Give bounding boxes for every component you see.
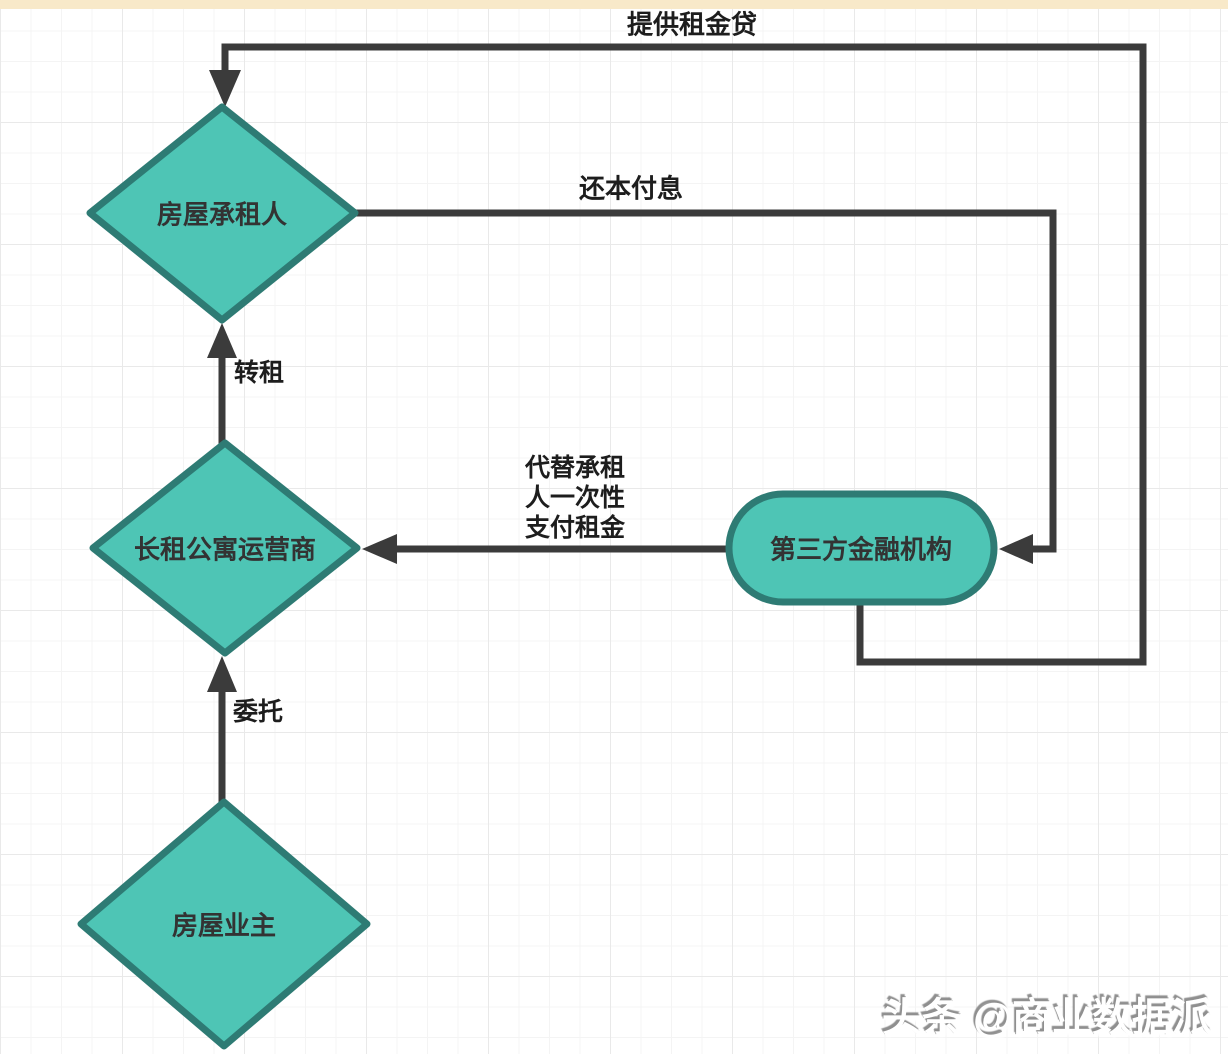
node-operator-diamond [89,439,361,657]
node-finance-pill [725,490,998,606]
edge-sublease-label: 转租 [234,359,285,387]
edge-sublease-arrowhead-icon [207,323,237,358]
node-owner-diamond [77,798,371,1050]
edge-rent-loan-line [221,43,1147,666]
node-finance-label: 第三方金融机构 [769,534,953,565]
edge-pay-rent-label: 代替承租 人一次性 支付租金 [525,453,625,543]
edge-entrust-arrowhead-icon [207,656,237,692]
edge-repay-arrowhead-icon [999,534,1033,564]
node-tenant-label: 房屋承租人 [156,199,288,230]
node-operator-label: 长租公寓运营商 [133,534,317,565]
top-accent-bar [0,0,1228,9]
node-tenant-diamond [86,103,359,324]
edge-pay-rent-label-line3: 支付租金 [524,514,626,542]
edge-entrust-label: 委托 [233,698,284,726]
edge-rent-loan-label: 提供租金贷 [626,9,758,40]
edge-pay-rent-arrowhead-icon [362,534,397,564]
node-owner-label: 房屋业主 [171,910,277,941]
edge-pay-rent-label-line2: 人一次性 [524,484,626,512]
edge-pay-rent-label-line1: 代替承租 [524,454,626,482]
edge-repay-line [355,209,1057,553]
edge-repay-label: 还本付息 [578,173,684,204]
edge-rent-loan-arrowhead-icon [209,70,241,107]
watermark-text: 头条 @商业数据派 [881,996,1212,1040]
